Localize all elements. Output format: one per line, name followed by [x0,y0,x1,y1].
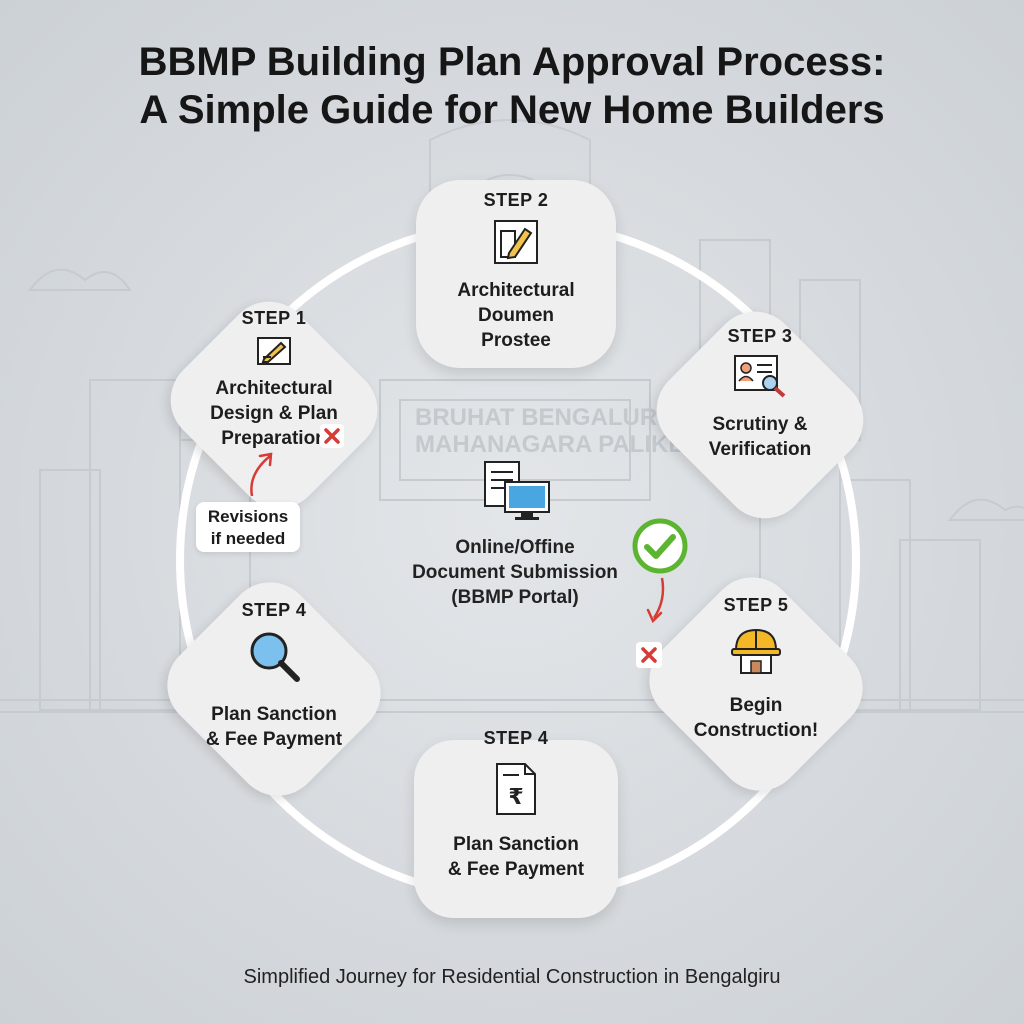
page-title: BBMP Building Plan Approval Process: A S… [0,38,1024,134]
step-card-1: STEP 1 Architectural Design & Plan Prepa… [153,284,395,526]
step-card-4-left: STEP 4 Plan Sanction & Fee Payment [149,564,399,814]
pencil-ruler-icon [491,217,541,267]
center-line3: (BBMP Portal) [451,587,579,608]
title-line2: A Simple Guide for New Home Builders [139,88,885,132]
reject-x-icon [636,642,662,668]
check-circle-icon [632,518,688,574]
title-line1: BBMP Building Plan Approval Process: [138,40,886,84]
reject-x-icon [320,424,344,448]
step-card-5: STEP 5 Begin Construction! [631,559,881,809]
center-line2: Document Submission [412,562,618,583]
pencil-paper-icon [255,335,293,367]
step-text-line1: Plan Sanction [453,834,579,855]
revisions-note: Revisions if needed [196,502,300,552]
step-text-line2: & Fee Payment [447,859,585,880]
arrow-down-icon [646,577,665,624]
step-text-line2: Design & Plan [210,403,338,424]
step-card-2: STEP 2 Architectural Doumen Prostee [416,180,616,368]
step-text-line3: Prostee [481,330,551,351]
magnifier-icon [245,627,303,685]
revisions-line2: if needed [210,529,286,548]
step-label: STEP 5 [723,595,789,615]
step-text-line1: Scrutiny & [712,414,808,435]
svg-text:₹: ₹ [508,785,523,810]
step-text-line1: Begin [729,695,783,716]
revisions-line1: Revisions [207,507,289,526]
step-text-line3: Preparation [221,428,327,449]
center-line1: Online/Offine [455,537,575,558]
step-text-line2: Doumen [478,305,554,326]
step-card-4-bottom: STEP 4 ₹ Plan Sanction & Fee Payment [414,722,618,922]
footer-caption: Simplified Journey for Residential Const… [243,966,781,988]
step-text-line1: Architectural [215,378,333,399]
step-label: STEP 2 [483,190,549,210]
id-card-magnifier-icon [732,353,788,399]
step-card-2-bg [416,180,616,368]
step-label: STEP 1 [241,308,307,328]
step-text-line2: Verification [708,439,812,460]
documents-monitor-icon [483,460,553,522]
step-text-line2: & Fee Payment [205,729,343,750]
bg-text-line1: BRUHAT BENGALURU [415,404,675,431]
rupee-document-icon: ₹ [493,761,539,817]
step-text-line2: Construction! [693,720,819,741]
step-label: STEP 4 [241,600,307,620]
step-card-3: STEP 3 Scrutiny & Verification [639,294,881,536]
step-text-line1: Plan Sanction [211,704,337,725]
arrow-up-icon [250,452,273,497]
step-label: STEP 3 [727,326,793,346]
step-label: STEP 4 [483,728,549,748]
center-submission: Online/Offine Document Submission (BBMP … [400,460,630,610]
hardhat-house-icon [728,622,784,678]
bg-text-line2: MAHANAGARA PALIKE [415,431,684,458]
step-text-line1: Architectural [457,280,575,301]
